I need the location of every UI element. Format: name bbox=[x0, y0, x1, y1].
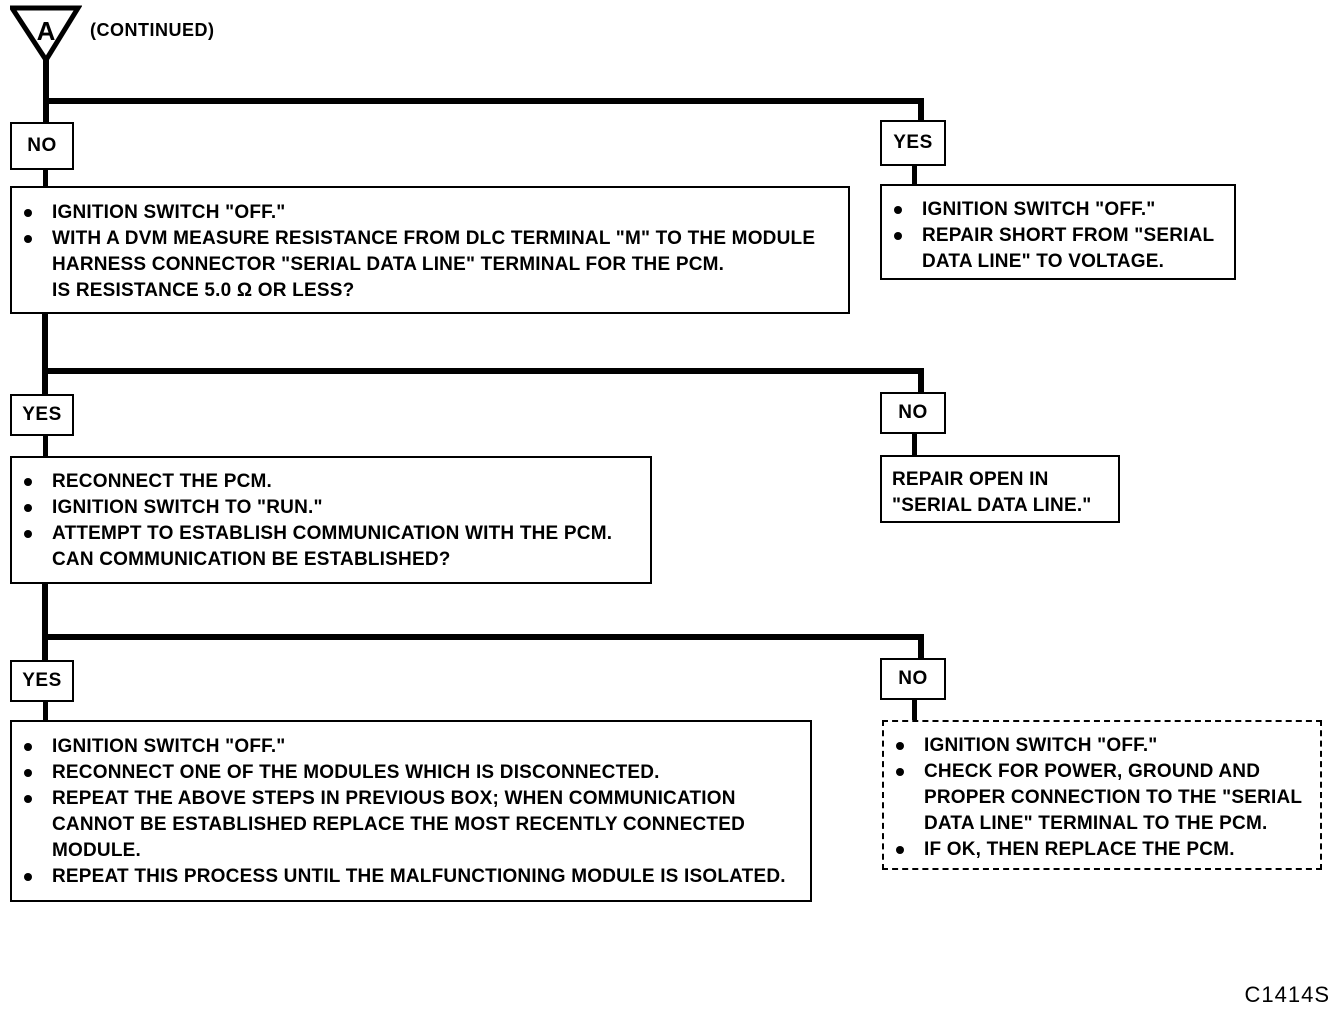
drop-line-3-right bbox=[918, 634, 924, 660]
step-item: REPEAT THE ABOVE STEPS IN PREVIOUS BOX; … bbox=[12, 786, 802, 864]
drop-line-1-right bbox=[918, 98, 924, 122]
step-question: CAN COMMUNICATION BE ESTABLISHED? bbox=[52, 549, 451, 570]
step-box-communication-check: RECONNECT THE PCM. IGNITION SWITCH TO "R… bbox=[10, 456, 652, 584]
step-question: IS RESISTANCE 5.0 Ω OR LESS? bbox=[52, 280, 355, 301]
link-l1yes-b2 bbox=[912, 164, 917, 186]
step-item: CHECK FOR POWER, GROUND AND PROPER CONNE… bbox=[884, 759, 1312, 837]
label-no-1: NO bbox=[10, 122, 74, 170]
step-box-isolate-module: IGNITION SWITCH "OFF." RECONNECT ONE OF … bbox=[10, 720, 812, 902]
figure-code: C1414S bbox=[1244, 982, 1330, 1007]
connector-triangle-icon: A bbox=[10, 5, 82, 64]
step-item: REPAIR SHORT FROM "SERIAL DATA LINE" TO … bbox=[882, 223, 1226, 275]
branch-line-3 bbox=[42, 634, 924, 640]
link-l3no-b6 bbox=[912, 698, 917, 722]
step-item: WITH A DVM MEASURE RESISTANCE FROM DLC T… bbox=[12, 226, 832, 278]
step-item: REPEAT THIS PROCESS UNTIL THE MALFUNCTIO… bbox=[12, 864, 802, 890]
step-item: RECONNECT ONE OF THE MODULES WHICH IS DI… bbox=[12, 760, 802, 786]
step-item: IGNITION SWITCH "OFF." bbox=[12, 200, 832, 226]
step-box-resistance-check: IGNITION SWITCH "OFF." WITH A DVM MEASUR… bbox=[10, 186, 850, 314]
step-item: IGNITION SWITCH "OFF." bbox=[884, 733, 1312, 759]
step-item: IF OK, THEN REPLACE THE PCM. bbox=[884, 837, 1312, 863]
label-no-3: NO bbox=[880, 658, 946, 700]
trunk-line-3 bbox=[42, 582, 48, 662]
step-box-check-power-ground: IGNITION SWITCH "OFF." CHECK FOR POWER, … bbox=[882, 720, 1322, 870]
label-yes-1: YES bbox=[880, 120, 946, 166]
label-no-2: NO bbox=[880, 392, 946, 434]
link-l3-b5 bbox=[43, 700, 48, 722]
step-text: REPAIR OPEN IN "SERIAL DATA LINE." bbox=[892, 469, 1092, 516]
step-item: ATTEMPT TO ESTABLISH COMMUNICATION WITH … bbox=[12, 521, 642, 547]
step-item: RECONNECT THE PCM. bbox=[12, 469, 642, 495]
trunk-line-1 bbox=[43, 58, 49, 123]
step-item: IGNITION SWITCH "OFF." bbox=[882, 197, 1226, 223]
step-box-repair-short: IGNITION SWITCH "OFF." REPAIR SHORT FROM… bbox=[880, 184, 1236, 280]
link-l1-b1 bbox=[43, 168, 48, 188]
trunk-line-2 bbox=[42, 312, 48, 397]
link-l2no-b4 bbox=[912, 432, 917, 457]
step-item: IGNITION SWITCH TO "RUN." bbox=[12, 495, 642, 521]
label-yes-3: YES bbox=[10, 660, 74, 702]
link-l2-b3 bbox=[43, 434, 48, 458]
drop-line-2-right bbox=[918, 368, 924, 394]
branch-line-2 bbox=[42, 368, 924, 374]
branch-line-1 bbox=[43, 98, 924, 104]
continued-label: (CONTINUED) bbox=[90, 20, 215, 40]
connector-letter: A bbox=[37, 16, 56, 46]
step-item: IGNITION SWITCH "OFF." bbox=[12, 734, 802, 760]
step-box-repair-open: REPAIR OPEN IN "SERIAL DATA LINE." bbox=[880, 455, 1120, 523]
label-yes-2: YES bbox=[10, 394, 74, 436]
